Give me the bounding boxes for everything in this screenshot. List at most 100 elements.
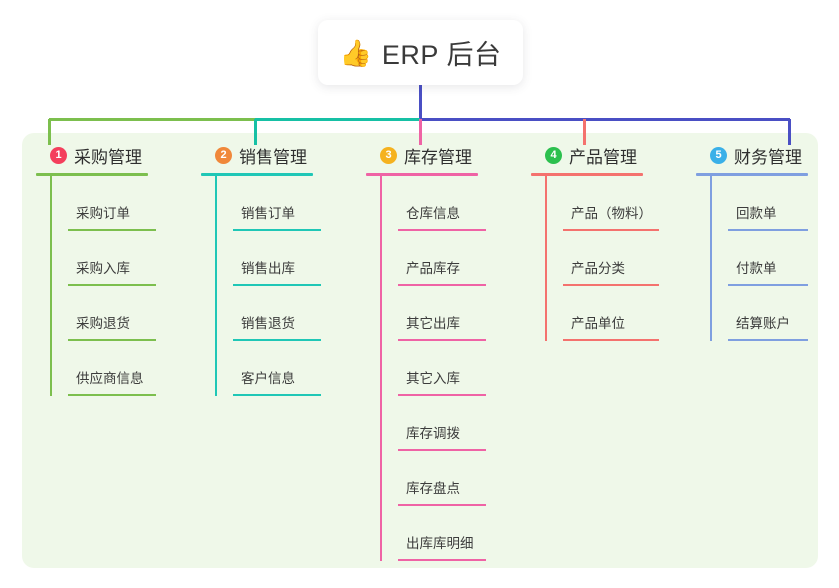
leaf-item[interactable]: 产品库存 [398, 231, 516, 286]
leaf-item-label: 采购入库 [76, 261, 130, 276]
leaf-item-label: 仓库信息 [406, 206, 460, 221]
leaf-item-label: 回款单 [736, 206, 777, 221]
branch-items-2: 销售订单销售出库销售退货客户信息 [215, 176, 351, 396]
leaf-item-rule [563, 284, 659, 286]
leaf-item-label: 其它入库 [406, 371, 460, 386]
leaf-item[interactable]: 仓库信息 [398, 176, 516, 231]
branch-items-3: 仓库信息产品库存其它出库其它入库库存调拨库存盘点出库库明细 [380, 176, 516, 561]
leaf-item[interactable]: 付款单 [728, 231, 836, 286]
leaf-item-label: 采购退货 [76, 316, 130, 331]
leaf-item[interactable]: 库存盘点 [398, 451, 516, 506]
leaf-item-rule [398, 559, 486, 561]
leaf-item-label: 销售出库 [241, 261, 295, 276]
leaf-item-rule [728, 284, 808, 286]
leaf-item-rule [233, 394, 321, 396]
branch-column-3: 3 库存管理仓库信息产品库存其它出库其它入库库存调拨库存盘点出库库明细 [366, 143, 516, 561]
branch-rule-2 [201, 173, 313, 176]
branch-title-3: 库存管理 [404, 147, 472, 167]
leaf-item-rule [68, 394, 156, 396]
branch-badge-5: 5 [710, 146, 727, 164]
leaf-item-label: 产品分类 [571, 261, 625, 276]
leaf-item-rule [68, 229, 156, 231]
branch-rule-1 [36, 173, 148, 176]
branch-title-5: 财务管理 [734, 147, 802, 167]
leaf-item-label: 产品（物料） [571, 206, 652, 221]
leaf-item-label: 采购订单 [76, 206, 130, 221]
leaf-item[interactable]: 供应商信息 [68, 341, 186, 396]
leaf-item-label: 库存盘点 [406, 481, 460, 496]
leaf-item[interactable]: 销售退货 [233, 286, 351, 341]
branch-column-1: 1 采购管理采购订单采购入库采购退货供应商信息 [36, 143, 186, 396]
branch-spine-1 [50, 176, 52, 396]
leaf-item-rule [398, 449, 486, 451]
leaf-item-label: 产品单位 [571, 316, 625, 331]
leaf-item-label: 付款单 [736, 261, 777, 276]
branch-spine-3 [380, 176, 382, 561]
leaf-item-rule [68, 284, 156, 286]
leaf-item-rule [398, 229, 486, 231]
branch-rule-4 [531, 173, 643, 176]
leaf-item-rule [398, 284, 486, 286]
branch-title-1: 采购管理 [74, 147, 142, 167]
leaf-item-label: 供应商信息 [76, 371, 144, 386]
branch-header-2[interactable]: 2 销售管理 [201, 143, 351, 167]
leaf-item-rule [398, 394, 486, 396]
branch-title-2: 销售管理 [239, 147, 307, 167]
leaf-item[interactable]: 采购订单 [68, 176, 186, 231]
leaf-item[interactable]: 客户信息 [233, 341, 351, 396]
branch-header-1[interactable]: 1 采购管理 [36, 143, 186, 167]
leaf-item[interactable]: 回款单 [728, 176, 836, 231]
leaf-item[interactable]: 其它入库 [398, 341, 516, 396]
leaf-item-label: 销售退货 [241, 316, 295, 331]
leaf-item-label: 其它出库 [406, 316, 460, 331]
branch-badge-1: 1 [50, 146, 67, 164]
leaf-item[interactable]: 采购入库 [68, 231, 186, 286]
leaf-item-rule [398, 339, 486, 341]
leaf-item[interactable]: 其它出库 [398, 286, 516, 341]
leaf-item-rule [233, 229, 321, 231]
branch-items-4: 产品（物料） 产品分类产品单位 [545, 176, 681, 341]
branch-badge-4: 4 [545, 146, 562, 164]
branch-rule-5 [696, 173, 808, 176]
leaf-item[interactable]: 库存调拨 [398, 396, 516, 451]
branch-title-4: 产品管理 [569, 147, 637, 167]
leaf-item-rule [563, 339, 659, 341]
leaf-item-rule [728, 339, 808, 341]
root-node-card[interactable]: 👍 ERP 后台 [318, 20, 523, 85]
leaf-item[interactable]: 销售出库 [233, 231, 351, 286]
leaf-item[interactable]: 产品单位 [563, 286, 681, 341]
leaf-item[interactable]: 产品分类 [563, 231, 681, 286]
branch-spine-5 [710, 176, 712, 341]
leaf-item-label: 库存调拨 [406, 426, 460, 441]
branch-spine-4 [545, 176, 547, 341]
branch-items-5: 回款单付款单结算账户 [710, 176, 836, 341]
branch-column-2: 2 销售管理销售订单销售出库销售退货客户信息 [201, 143, 351, 396]
leaf-item-label: 出库库明细 [406, 536, 474, 551]
branch-header-5[interactable]: 5 财务管理 [696, 143, 836, 167]
leaf-item-rule [563, 229, 659, 231]
leaf-item-rule [233, 339, 321, 341]
root-node-title: ERP 后台 [381, 40, 502, 70]
leaf-item-rule [233, 284, 321, 286]
diagram-canvas [22, 133, 818, 568]
leaf-item[interactable]: 销售订单 [233, 176, 351, 231]
branch-header-3[interactable]: 3 库存管理 [366, 143, 516, 167]
leaf-item-rule [728, 229, 808, 231]
leaf-item-rule [68, 339, 156, 341]
leaf-item[interactable]: 结算账户 [728, 286, 836, 341]
branch-items-1: 采购订单采购入库采购退货供应商信息 [50, 176, 186, 396]
leaf-item[interactable]: 出库库明细 [398, 506, 516, 561]
branch-column-4: 4 产品管理产品（物料） 产品分类产品单位 [531, 143, 681, 341]
branch-spine-2 [215, 176, 217, 396]
leaf-item-label: 销售订单 [241, 206, 295, 221]
branch-badge-2: 2 [215, 146, 232, 164]
branch-header-4[interactable]: 4 产品管理 [531, 143, 681, 167]
branch-column-5: 5 财务管理回款单付款单结算账户 [696, 143, 836, 341]
leaf-item[interactable]: 采购退货 [68, 286, 186, 341]
leaf-item-label: 结算账户 [736, 316, 790, 331]
leaf-item-rule [398, 504, 486, 506]
thumbs-up-icon: 👍 [339, 37, 372, 68]
branch-badge-3: 3 [380, 146, 397, 164]
leaf-item-label: 客户信息 [241, 371, 295, 386]
leaf-item[interactable]: 产品（物料） [563, 176, 681, 231]
